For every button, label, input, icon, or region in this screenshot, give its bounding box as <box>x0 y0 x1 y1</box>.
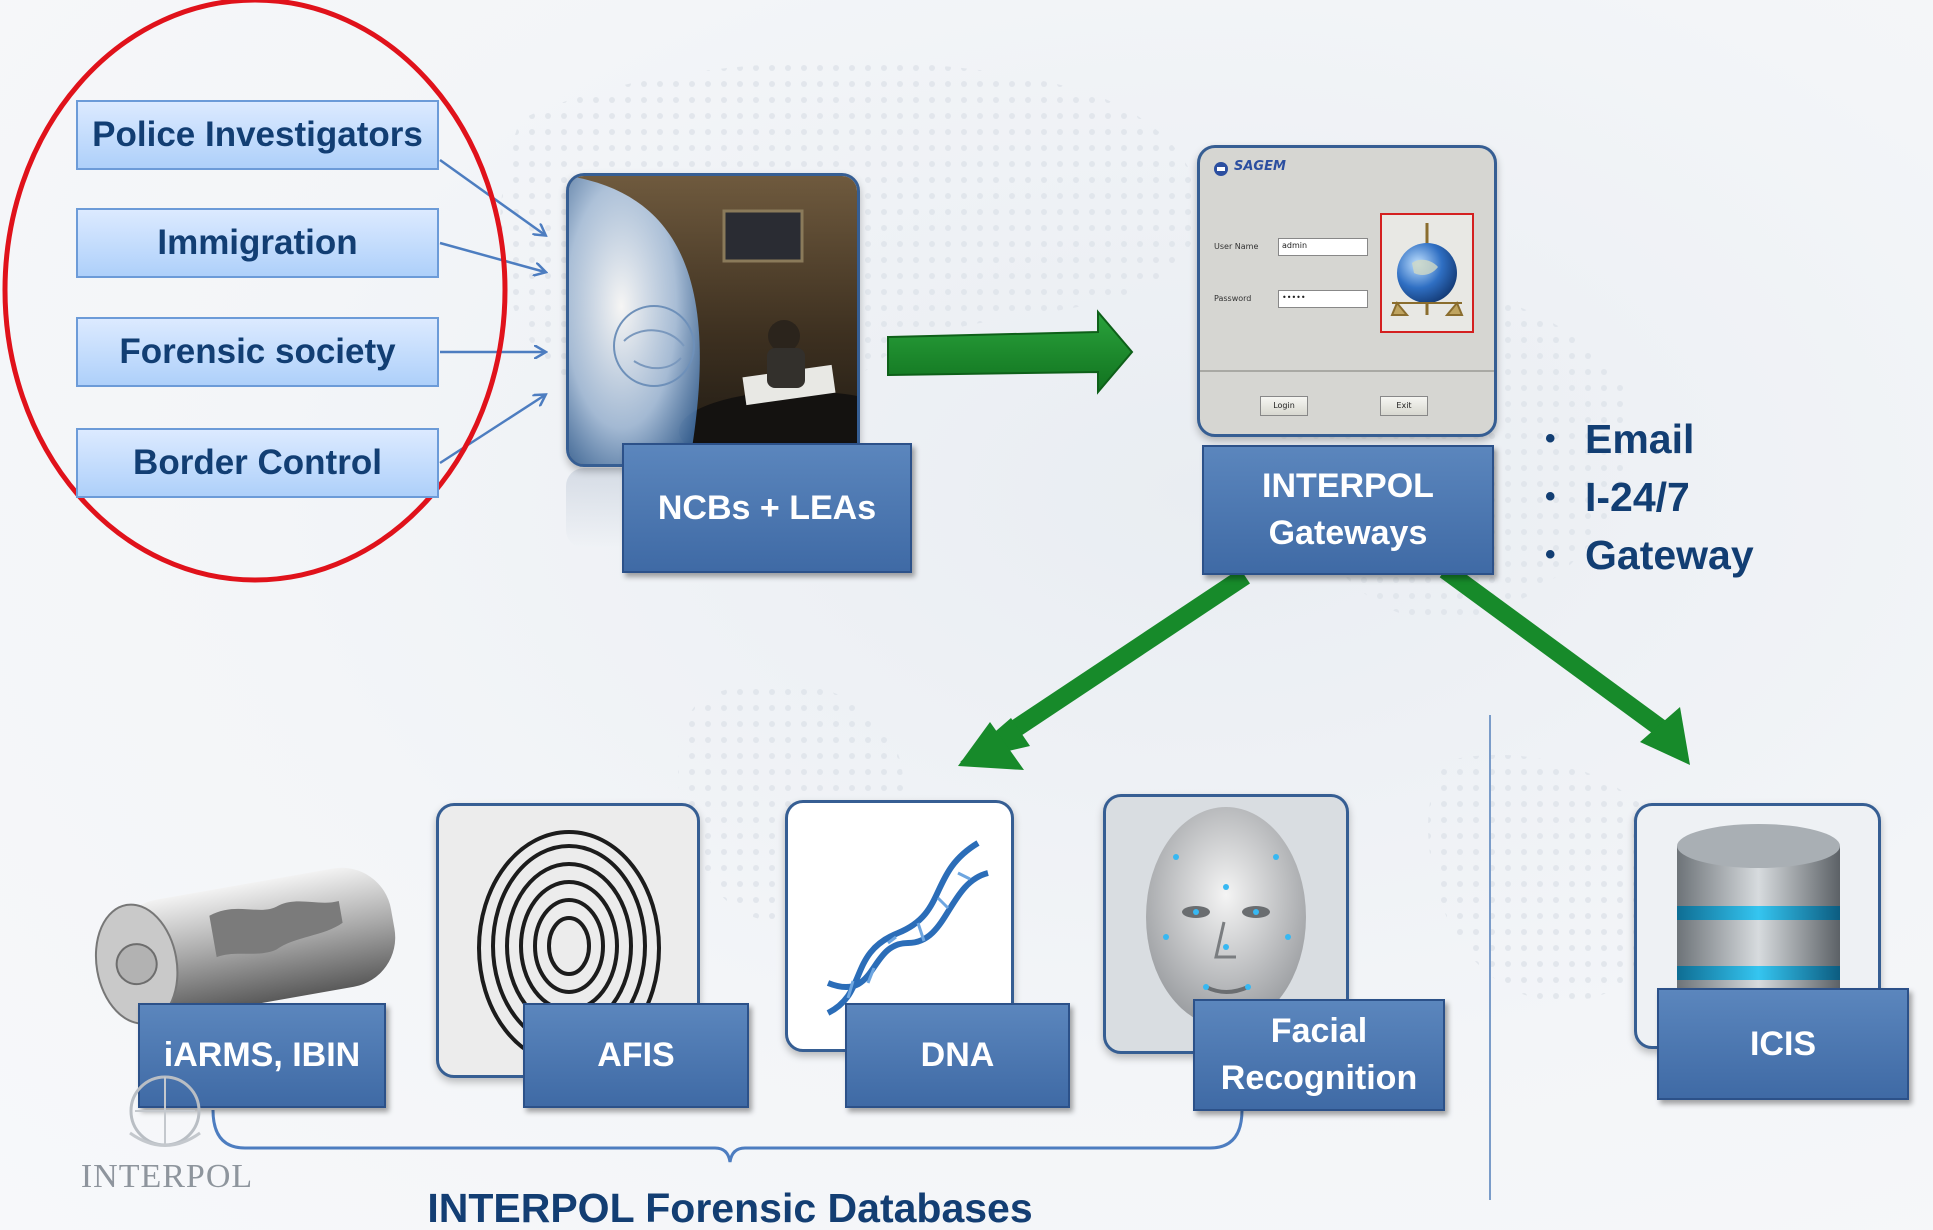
ibin-cartridge-icon <box>94 867 396 1025</box>
source-immigration: Immigration <box>76 208 439 278</box>
db-label: DNA <box>920 1036 995 1075</box>
highlight-ring <box>2 0 508 583</box>
arrow-gateway-to-icis <box>1439 562 1690 765</box>
sagem-brand: SAGEM <box>1234 159 1286 174</box>
source-label: Forensic society <box>119 332 396 371</box>
ncb-leas-box: NCBs + LEAs <box>622 443 912 573</box>
connector-border <box>439 395 545 465</box>
bullet-icon: • <box>1545 422 1556 455</box>
sagem-logo-icon <box>1214 162 1228 176</box>
dna-helix-icon <box>826 840 989 1016</box>
channel-item: •Email <box>1545 410 1754 468</box>
password-label: Password <box>1214 294 1252 303</box>
source-police-investigators: Police Investigators <box>76 100 439 170</box>
login-button[interactable]: Login <box>1260 396 1308 416</box>
source-label: Border Control <box>133 443 382 482</box>
interpol-globe-emblem-icon <box>1390 223 1464 316</box>
flow-arrows <box>887 309 1690 770</box>
interpol-logo-text: INTERPOL <box>80 1158 254 1195</box>
db-label: AFIS <box>597 1036 675 1075</box>
channel-list: •Email •I-24/7 •Gateway <box>1545 410 1754 584</box>
source-label: Immigration <box>157 223 358 262</box>
ncb-label: NCBs + LEAs <box>657 488 877 527</box>
login-divider <box>1200 370 1494 372</box>
gateway-label-line2: Gateways <box>1268 514 1428 552</box>
db-label-line2: Recognition <box>1220 1059 1418 1097</box>
connector-immigration <box>439 241 545 272</box>
password-input[interactable]: ••••• <box>1278 290 1368 308</box>
arrow-gateway-to-forensic <box>958 568 1250 770</box>
interpol-logo-emblem-icon <box>129 1075 201 1147</box>
channel-item: •Gateway <box>1545 526 1754 584</box>
icis-label: ICIS <box>1749 1024 1817 1063</box>
bullet-icon: • <box>1545 538 1556 571</box>
face-recognition-photo <box>1103 794 1349 1054</box>
db-label-line1: Facial <box>1270 1012 1368 1051</box>
channel-item: •I-24/7 <box>1545 468 1754 526</box>
forensic-bracket <box>211 1109 1244 1163</box>
bullet-icon: • <box>1545 480 1556 513</box>
interpol-gateways-box: INTERPOL Gateways <box>1202 445 1494 575</box>
gateway-login-window: SAGEM User Name admin Password ••••• <box>1200 148 1494 432</box>
source-border-control: Border Control <box>76 428 439 498</box>
username-label: User Name <box>1214 242 1259 251</box>
username-input[interactable]: admin <box>1278 238 1368 256</box>
afis-box: AFIS <box>523 1003 749 1108</box>
dna-box: DNA <box>845 1003 1070 1108</box>
icis-box: ICIS <box>1657 988 1909 1100</box>
arrow-ncb-to-gateway <box>887 309 1134 395</box>
ncb-office-illustration <box>569 176 857 464</box>
iarms-ibin-box: iARMS, IBIN <box>138 1003 386 1108</box>
facial-recognition-box: Facial Recognition <box>1193 999 1445 1111</box>
source-forensic-society: Forensic society <box>76 317 439 387</box>
interpol-emblem-panel <box>1380 213 1474 333</box>
forensic-databases-caption: INTERPOL Forensic Databases <box>427 1185 1033 1230</box>
db-label: iARMS, IBIN <box>163 1036 361 1075</box>
source-label: Police Investigators <box>92 115 423 154</box>
face-scan-icon <box>1146 807 1306 1027</box>
ncb-office-photo <box>566 173 860 467</box>
gateway-label-line1: INTERPOL <box>1262 467 1434 506</box>
exit-button[interactable]: Exit <box>1380 396 1428 416</box>
